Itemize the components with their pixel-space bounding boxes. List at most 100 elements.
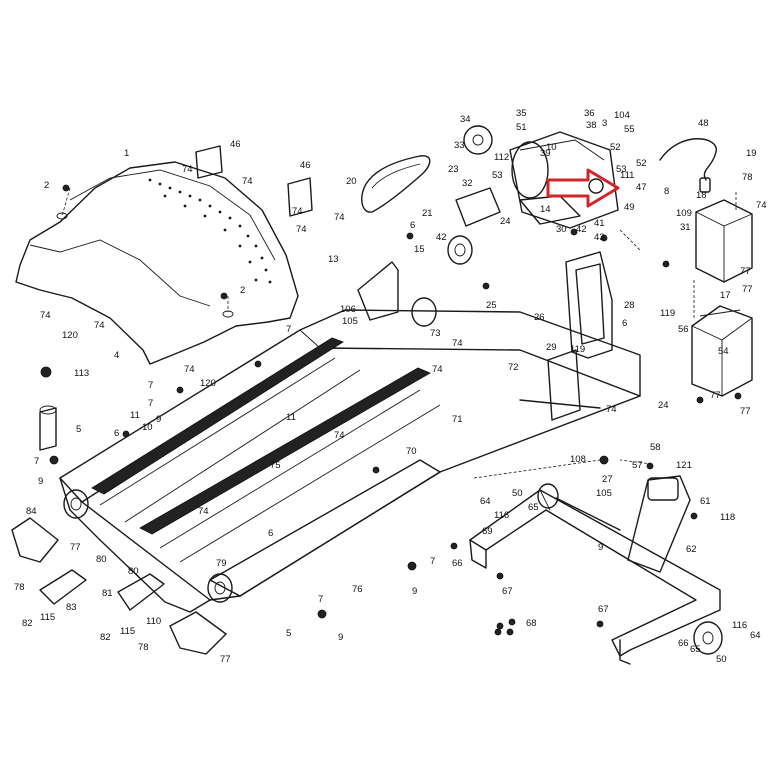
callout-74: 74 xyxy=(198,506,209,517)
callout-26: 26 xyxy=(534,312,545,323)
callout-2: 2 xyxy=(44,180,49,191)
callout-27: 27 xyxy=(602,474,613,485)
callout-6: 6 xyxy=(622,318,627,329)
callout-7: 7 xyxy=(148,380,153,391)
callout-52: 52 xyxy=(610,142,621,153)
drive-belt xyxy=(361,155,431,213)
callout-77: 77 xyxy=(220,654,231,665)
power-cord xyxy=(659,138,717,181)
callout-3: 3 xyxy=(602,118,607,129)
callout-38: 38 xyxy=(586,120,597,131)
callout-112: 112 xyxy=(494,152,509,163)
callout-67: 67 xyxy=(502,586,513,597)
callout-115: 115 xyxy=(120,626,135,637)
callout-74: 74 xyxy=(292,206,303,217)
callout-74: 74 xyxy=(452,338,463,349)
callout-8: 8 xyxy=(664,186,669,197)
uprights xyxy=(357,251,613,421)
callout-7: 7 xyxy=(286,324,291,335)
belt-guard-right xyxy=(287,177,313,217)
controller-box xyxy=(691,305,753,397)
hood-vent-dots xyxy=(148,178,272,284)
callout-15: 15 xyxy=(414,244,425,255)
callout-6: 6 xyxy=(268,528,273,539)
callout-64: 64 xyxy=(750,630,761,641)
callout-78: 78 xyxy=(138,642,149,653)
callout-113: 113 xyxy=(74,368,89,379)
callout-47: 47 xyxy=(636,182,647,193)
callout-9: 9 xyxy=(38,476,43,487)
callout-42: 42 xyxy=(576,224,587,235)
callout-9: 9 xyxy=(156,414,161,425)
callout-5: 5 xyxy=(286,628,291,639)
highlight-arrow xyxy=(546,168,620,208)
callout-74: 74 xyxy=(184,364,195,375)
callout-11: 11 xyxy=(130,410,140,421)
callout-17: 17 xyxy=(720,290,731,301)
callout-77: 77 xyxy=(742,284,753,295)
motor-hood xyxy=(15,161,299,365)
callout-42: 42 xyxy=(436,232,447,243)
callout-76: 76 xyxy=(352,584,363,595)
callout-111: 111 xyxy=(620,170,634,181)
callout-80: 80 xyxy=(128,566,139,577)
callout-9: 9 xyxy=(598,542,603,553)
callout-75: 75 xyxy=(270,460,281,471)
callout-119: 119 xyxy=(570,344,585,355)
callout-39: 39 xyxy=(540,148,551,159)
callout-78: 78 xyxy=(14,582,25,593)
callout-43: 43 xyxy=(594,232,605,243)
callout-7: 7 xyxy=(430,556,435,567)
callout-61: 61 xyxy=(700,496,711,507)
callout-82: 82 xyxy=(100,632,111,643)
callout-7: 7 xyxy=(34,456,39,467)
rear-endcap-right xyxy=(169,611,227,655)
callout-83: 83 xyxy=(66,602,77,613)
callout-110: 110 xyxy=(146,616,161,627)
callout-105: 105 xyxy=(342,316,358,327)
callout-41: 41 xyxy=(594,218,605,229)
callout-74: 74 xyxy=(334,430,345,441)
callout-21: 21 xyxy=(422,208,433,219)
callout-4: 4 xyxy=(114,350,119,361)
callout-11: 11 xyxy=(286,412,296,423)
callout-64: 64 xyxy=(480,496,491,507)
callout-109: 109 xyxy=(676,208,692,219)
callout-67: 67 xyxy=(598,604,609,615)
callout-74: 74 xyxy=(334,212,345,223)
callout-115: 115 xyxy=(40,612,55,623)
callout-121: 121 xyxy=(676,460,692,471)
callout-53: 53 xyxy=(492,170,503,181)
callout-74: 74 xyxy=(242,176,253,187)
callout-10: 10 xyxy=(142,422,153,433)
callout-105: 105 xyxy=(596,488,612,499)
callout-77: 77 xyxy=(70,542,81,553)
callout-19: 19 xyxy=(746,148,757,159)
callout-71: 71 xyxy=(452,414,463,425)
callout-28: 28 xyxy=(624,300,635,311)
callout-7: 7 xyxy=(148,398,153,409)
fasteners xyxy=(39,184,742,636)
callout-50: 50 xyxy=(512,488,523,499)
callout-5: 5 xyxy=(76,424,81,435)
callout-69: 69 xyxy=(482,526,493,537)
callout-70: 70 xyxy=(406,446,417,457)
callout-79: 79 xyxy=(216,558,227,569)
callout-34: 34 xyxy=(460,114,471,125)
callout-30: 30 xyxy=(556,224,567,235)
callout-84: 84 xyxy=(26,506,37,517)
callout-81: 81 xyxy=(102,588,113,599)
callout-74: 74 xyxy=(606,404,617,415)
choke-box xyxy=(695,199,753,283)
callout-23: 23 xyxy=(448,164,459,175)
callout-35: 35 xyxy=(516,108,527,119)
callout-52: 52 xyxy=(636,158,647,169)
callout-7: 7 xyxy=(318,594,323,605)
callout-46: 46 xyxy=(230,139,241,150)
callout-80: 80 xyxy=(96,554,107,565)
callout-74: 74 xyxy=(756,200,767,211)
drive-motor xyxy=(447,125,620,265)
callout-36: 36 xyxy=(584,108,595,119)
